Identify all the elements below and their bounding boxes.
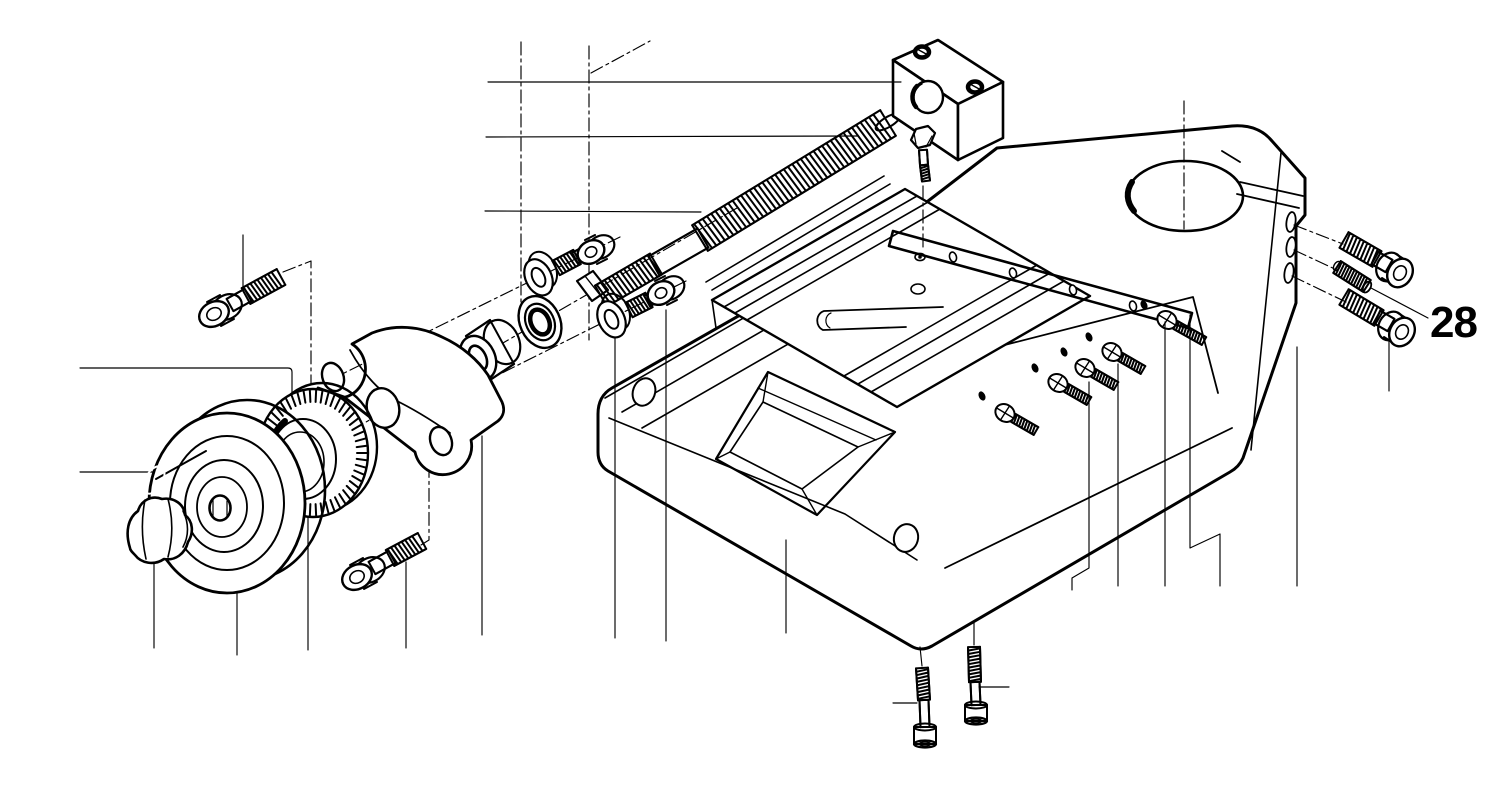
lead-screw: [575, 109, 902, 308]
body-front-hole: [892, 523, 920, 553]
swivel-bore: [1125, 159, 1245, 233]
base-cap-screw: [912, 666, 938, 749]
cap-screw-right-upper: [1338, 231, 1415, 289]
washer: [523, 250, 559, 297]
pan-head-screw: [1156, 310, 1208, 346]
cap-screw-right-lower: [1338, 288, 1417, 348]
leader-lines-overlay: [487, 81, 1429, 704]
hex-bolt: [909, 124, 937, 183]
lead-screw-thread-long: [691, 109, 897, 252]
base-cap-screw: [963, 645, 989, 726]
nut-block: [891, 38, 1005, 162]
cap-screw-top-left: [198, 268, 287, 329]
leader-lines: [79, 135, 859, 656]
bearing-bracket: [316, 325, 506, 477]
set-screw: [1332, 260, 1373, 294]
vise-body: [596, 124, 1307, 651]
bearing: [517, 294, 563, 350]
acorn-nut: [126, 496, 194, 565]
cap-screw: [551, 234, 616, 277]
part-number-label: 28: [1430, 298, 1477, 347]
jaw-plate-screws: [994, 310, 1208, 436]
cap-screw: [624, 275, 686, 319]
nut-block-screw: [965, 79, 985, 95]
jaw-plate-holes: [978, 300, 1148, 401]
pan-head-screw: [1047, 373, 1093, 406]
handwheel-handle: [142, 450, 207, 495]
pan-head-screw: [994, 403, 1040, 436]
jaw-slot: [816, 306, 944, 331]
movable-jaw: [705, 175, 1092, 409]
pan-head-screw: [1101, 342, 1147, 375]
lead-screw-thread-short: [593, 252, 664, 308]
bracket-hole: [428, 425, 454, 457]
handwheel: [147, 398, 327, 595]
nut-block-screw: [912, 44, 932, 60]
body-pocket: [714, 370, 897, 517]
cap-screw-bottom-left: [341, 532, 428, 592]
gib-rail: [887, 229, 1194, 330]
body-side-hole: [631, 377, 657, 407]
callout-leader: [1370, 287, 1429, 319]
